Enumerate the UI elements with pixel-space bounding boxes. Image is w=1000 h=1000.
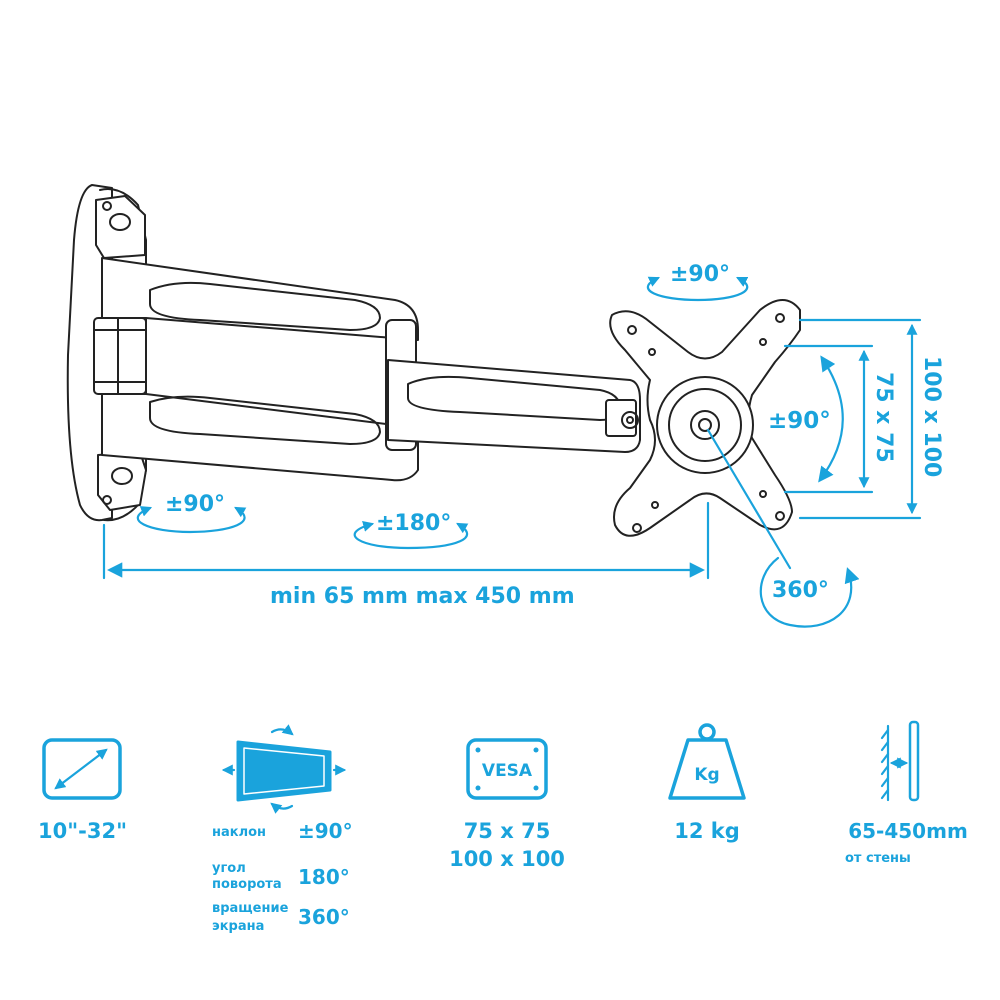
screen-size-icon: [42, 738, 122, 800]
arm-swivel-label: ±180°: [376, 511, 451, 536]
wall-plate: [66, 184, 147, 522]
rotation-indicator: 360°: [706, 428, 860, 628]
motion-row-2-label-1: угол: [212, 861, 246, 876]
vesa-outer-dimension: 100 x 100: [798, 318, 944, 520]
head-swivel-indicator: ±90°: [646, 262, 749, 302]
motion-row-1-label-1: наклон: [212, 825, 266, 840]
vesa-inner-label: 75 x 75: [871, 372, 896, 463]
spec-load: Kg 12 kg: [668, 723, 746, 843]
vesa-inner-dimension: 75 x 75: [783, 344, 896, 494]
head-swivel-label: ±90°: [670, 262, 730, 287]
spec-distance: 65-450mm от стены: [845, 720, 968, 866]
plate-tilt-indicator: ±90°: [768, 355, 844, 483]
vesa-line-2: 100 x 100: [449, 847, 565, 871]
load-value: 12 kg: [674, 819, 740, 843]
spec-vesa: VESA 75 x 75 100 x 100: [449, 738, 565, 871]
spec-screen-size: 10"-32": [38, 738, 127, 843]
second-arm: [387, 359, 641, 453]
motion-row-2-label-2: поворота: [212, 877, 282, 892]
plate-tilt-label: ±90°: [768, 408, 831, 434]
motion-row-3-value: 360°: [298, 905, 350, 929]
vesa-line-1: 75 x 75: [464, 819, 551, 843]
distance-caption: от стены: [845, 851, 911, 866]
screen-size-value: 10"-32": [38, 819, 127, 843]
arm-swivel-indicator: ±180°: [353, 511, 469, 550]
motion-row-3-label-1: вращение: [212, 901, 289, 916]
tilt-screen-icon: [221, 724, 347, 814]
depth-dimension: min 65 mm max 450 mm: [102, 501, 710, 609]
distance-value: 65-450mm: [848, 819, 968, 843]
first-arm: [101, 257, 419, 482]
hinge-block: [93, 317, 147, 395]
motion-row-2-value: 180°: [298, 865, 350, 889]
motion-row-1-value: ±90°: [298, 819, 353, 843]
swivel-joint: [605, 399, 639, 437]
vesa-plate: [609, 299, 801, 537]
vesa-icon: VESA: [466, 738, 548, 800]
depth-range-label: min 65 mm max 450 mm: [270, 584, 575, 609]
base-tilt-label: ±90°: [165, 492, 225, 517]
rotation-label: 360°: [772, 578, 829, 603]
spec-motion: наклон ±90° угол поворота 180° вращение …: [212, 724, 353, 934]
weight-badge-text: Kg: [694, 765, 719, 785]
base-tilt-indicator: ±90°: [136, 492, 247, 534]
wall-distance-icon: [880, 720, 920, 802]
vesa-badge-text: VESA: [482, 761, 533, 781]
vesa-outer-label: 100 x 100: [919, 356, 944, 477]
weight-icon: Kg: [668, 723, 746, 800]
motion-row-3-label-2: экрана: [212, 919, 264, 934]
